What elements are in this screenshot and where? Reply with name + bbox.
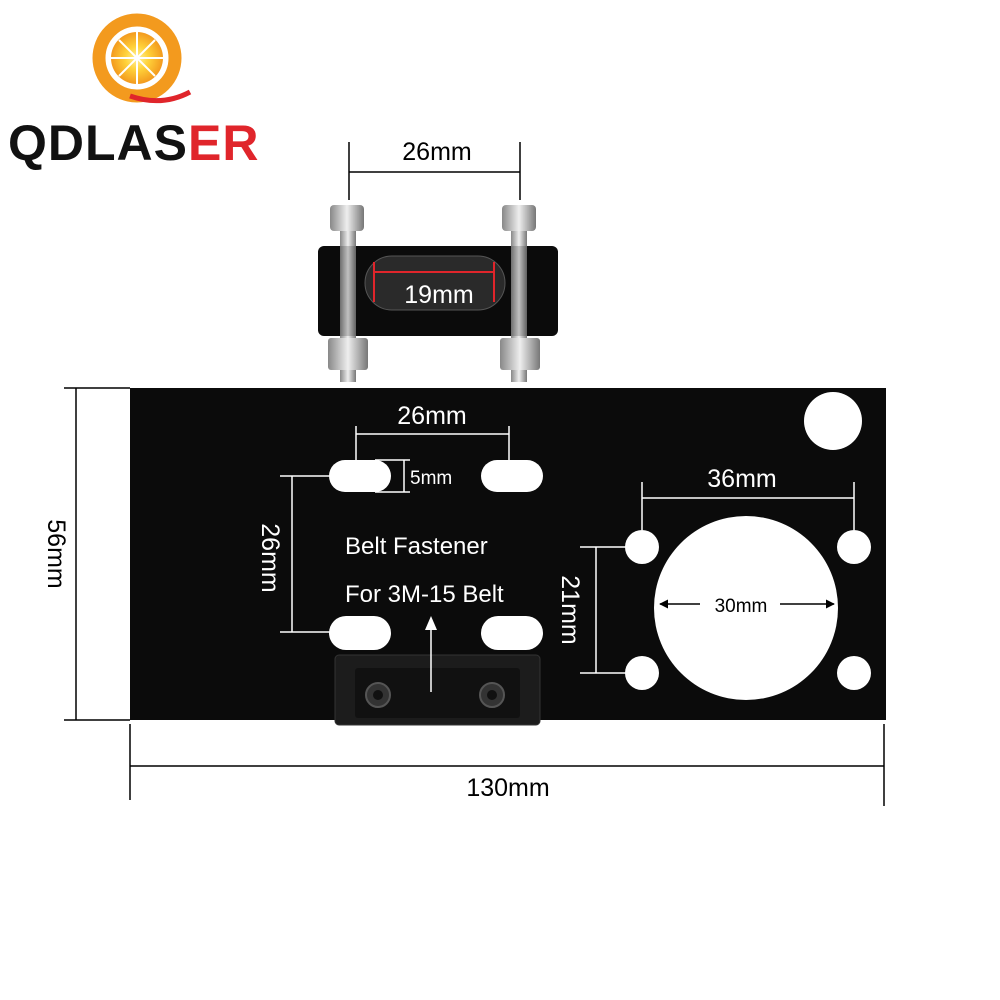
motor-hole <box>625 530 659 564</box>
caption-line-1: Belt Fastener <box>345 533 488 560</box>
dim-motor-hole-spacing-vertical: 21mm <box>556 575 584 644</box>
dim-slot-height: 5mm <box>410 468 452 489</box>
dim-plate-width: 130mm <box>466 774 549 802</box>
slot-hole <box>329 460 391 492</box>
dim-plate-height: 56mm <box>42 519 70 588</box>
dim-slot-spacing-vertical: 26mm <box>256 523 284 592</box>
clamp-slot <box>364 255 506 311</box>
dim-center-bore: 30mm <box>715 596 768 617</box>
mount-hole <box>804 392 862 450</box>
motor-hole <box>837 530 871 564</box>
motor-bore <box>654 516 838 700</box>
dim-slot-spacing-horizontal: 26mm <box>397 402 466 430</box>
motor-hole <box>625 656 659 690</box>
dim-slot-width: 19mm <box>404 281 473 309</box>
dim-motor-hole-spacing-horizontal: 36mm <box>707 465 776 493</box>
brand-name-accent: ER <box>188 115 260 171</box>
slot-hole <box>481 460 543 492</box>
motor-hole <box>837 656 871 690</box>
brand-wordmark: QDLASER <box>8 118 259 168</box>
caption-line-2: For 3M-15 Belt <box>345 581 504 608</box>
brand-name-prefix: QDLAS <box>8 115 188 171</box>
slot-hole <box>329 616 391 650</box>
brand-logo-icon <box>92 13 192 104</box>
slot-hole <box>481 616 543 650</box>
dim-top-screw-spacing: 26mm <box>402 138 471 166</box>
